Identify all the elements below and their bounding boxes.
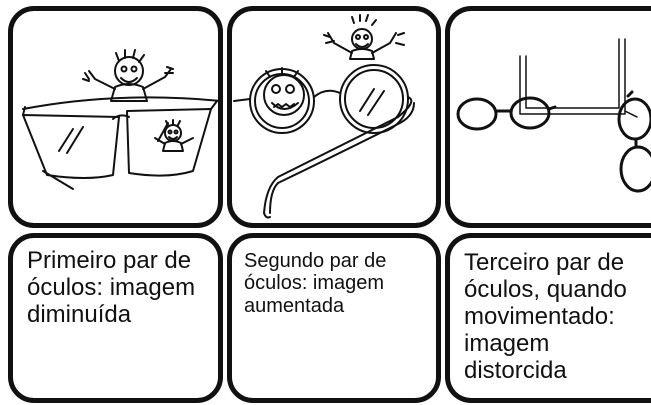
caption-1-line-1: Primeiro par de [27,247,192,274]
distorting-glasses-drawing [456,38,651,193]
illustration-panel-1 [8,6,223,228]
caption-panel-3: Terceiro par de óculos, quando movimenta… [445,233,651,403]
caption-panel-1: Primeiro par de óculos: imagem diminuída [8,233,223,403]
minifying-glasses-drawing [22,49,218,190]
caption-panel-2: Segundo par de óculos: imagem aumentada [227,233,441,403]
caption-2: Segundo par de óculos: imagem aumentada [244,250,426,317]
caption-1: Primeiro par de óculos: imagem diminuída [27,247,208,329]
illustration-panel-2 [227,6,441,228]
caption-3-line-3: movimentado: [464,302,615,330]
magnifying-glasses-drawing [233,14,415,219]
caption-3-line-1: Terceiro par de [464,249,625,276]
caption-1-line-3: diminuída [27,300,132,328]
caption-3-line-4: imagem [464,329,550,357]
caption-3: Terceiro par de óculos, quando movimenta… [464,249,641,384]
caption-1-line-2: óculos: imagem [27,273,196,301]
caption-3-line-5: distorcida [464,356,567,384]
caption-2-line-2: óculos: imagem [244,272,385,295]
caption-2-line-3: aumentada [244,294,345,317]
caption-2-line-1: Segundo par de [244,250,387,272]
illustration-panel-3 [445,6,651,228]
caption-3-line-2: óculos, quando [464,275,627,303]
